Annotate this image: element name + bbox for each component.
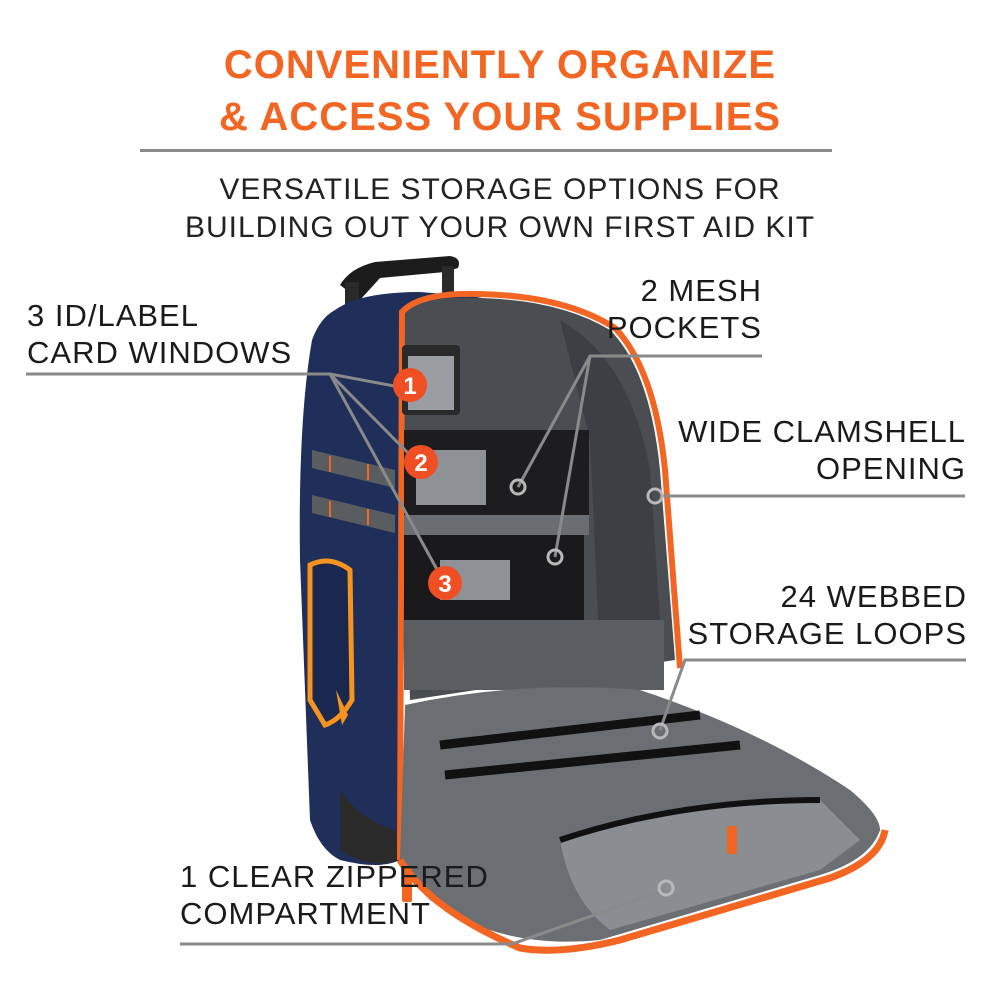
subheadline-line-1: VERSATILE STORAGE OPTIONS FOR	[219, 173, 781, 206]
callout-clamshell-line1: WIDE CLAMSHELL	[678, 414, 966, 449]
callout-webbed-loops: 24 WEBBED STORAGE LOOPS	[688, 578, 967, 652]
callout-clamshell: WIDE CLAMSHELL OPENING	[678, 413, 966, 487]
svg-text:1: 1	[403, 373, 416, 400]
callout-zippered-line2: COMPARTMENT	[180, 896, 431, 931]
callout-mesh-pockets-line2: POCKETS	[606, 310, 762, 345]
endpoint-compartment	[657, 879, 675, 897]
side-webbing	[312, 450, 395, 533]
header-divider	[140, 149, 832, 152]
main-zipper	[397, 290, 683, 861]
side-pocket	[307, 558, 355, 729]
callout-zippered-line1: 1 CLEAR ZIPPERED	[180, 859, 489, 894]
callout-id-windows-line2: CARD WINDOWS	[27, 335, 293, 370]
endpoint-loops	[651, 722, 669, 740]
badge-1-icon: 1	[393, 368, 427, 402]
leader-endpoints	[509, 478, 675, 897]
headline-line-2: & ACCESS YOUR SUPPLIES	[218, 95, 782, 139]
clear-compartment	[560, 800, 860, 930]
callout-webbed-loops-line2: STORAGE LOOPS	[687, 616, 967, 651]
badge-2-icon: 2	[404, 445, 438, 479]
endpoint-mesh-2	[546, 548, 564, 566]
svg-text:3: 3	[438, 571, 451, 598]
callout-id-windows-line1: 3 ID/LABEL	[27, 298, 199, 333]
endpoint-mesh-1	[509, 478, 527, 496]
zipper-pull-icon	[727, 826, 737, 854]
leader-lines	[26, 354, 966, 946]
webbing-loops	[439, 710, 741, 780]
endpoint-clamshell	[646, 487, 664, 505]
callout-id-windows: 3 ID/LABEL CARD WINDOWS	[27, 297, 292, 371]
callout-zippered-compartment: 1 CLEAR ZIPPERED COMPARTMENT	[180, 858, 489, 932]
callout-clamshell-line2: OPENING	[816, 451, 966, 486]
svg-text:2: 2	[414, 450, 427, 477]
headline-line-1: CONVENIENTLY ORGANIZE	[223, 43, 777, 87]
callout-webbed-loops-line1: 24 WEBBED	[780, 579, 967, 614]
callout-mesh-pockets: 2 MESH POCKETS	[607, 272, 762, 346]
subheadline-line-2: BUILDING OUT YOUR OWN FIRST AID KIT	[184, 211, 816, 244]
callout-mesh-pockets-line1: 2 MESH	[640, 273, 762, 308]
bag-body	[299, 292, 520, 865]
badge-3-icon: 3	[428, 566, 462, 600]
